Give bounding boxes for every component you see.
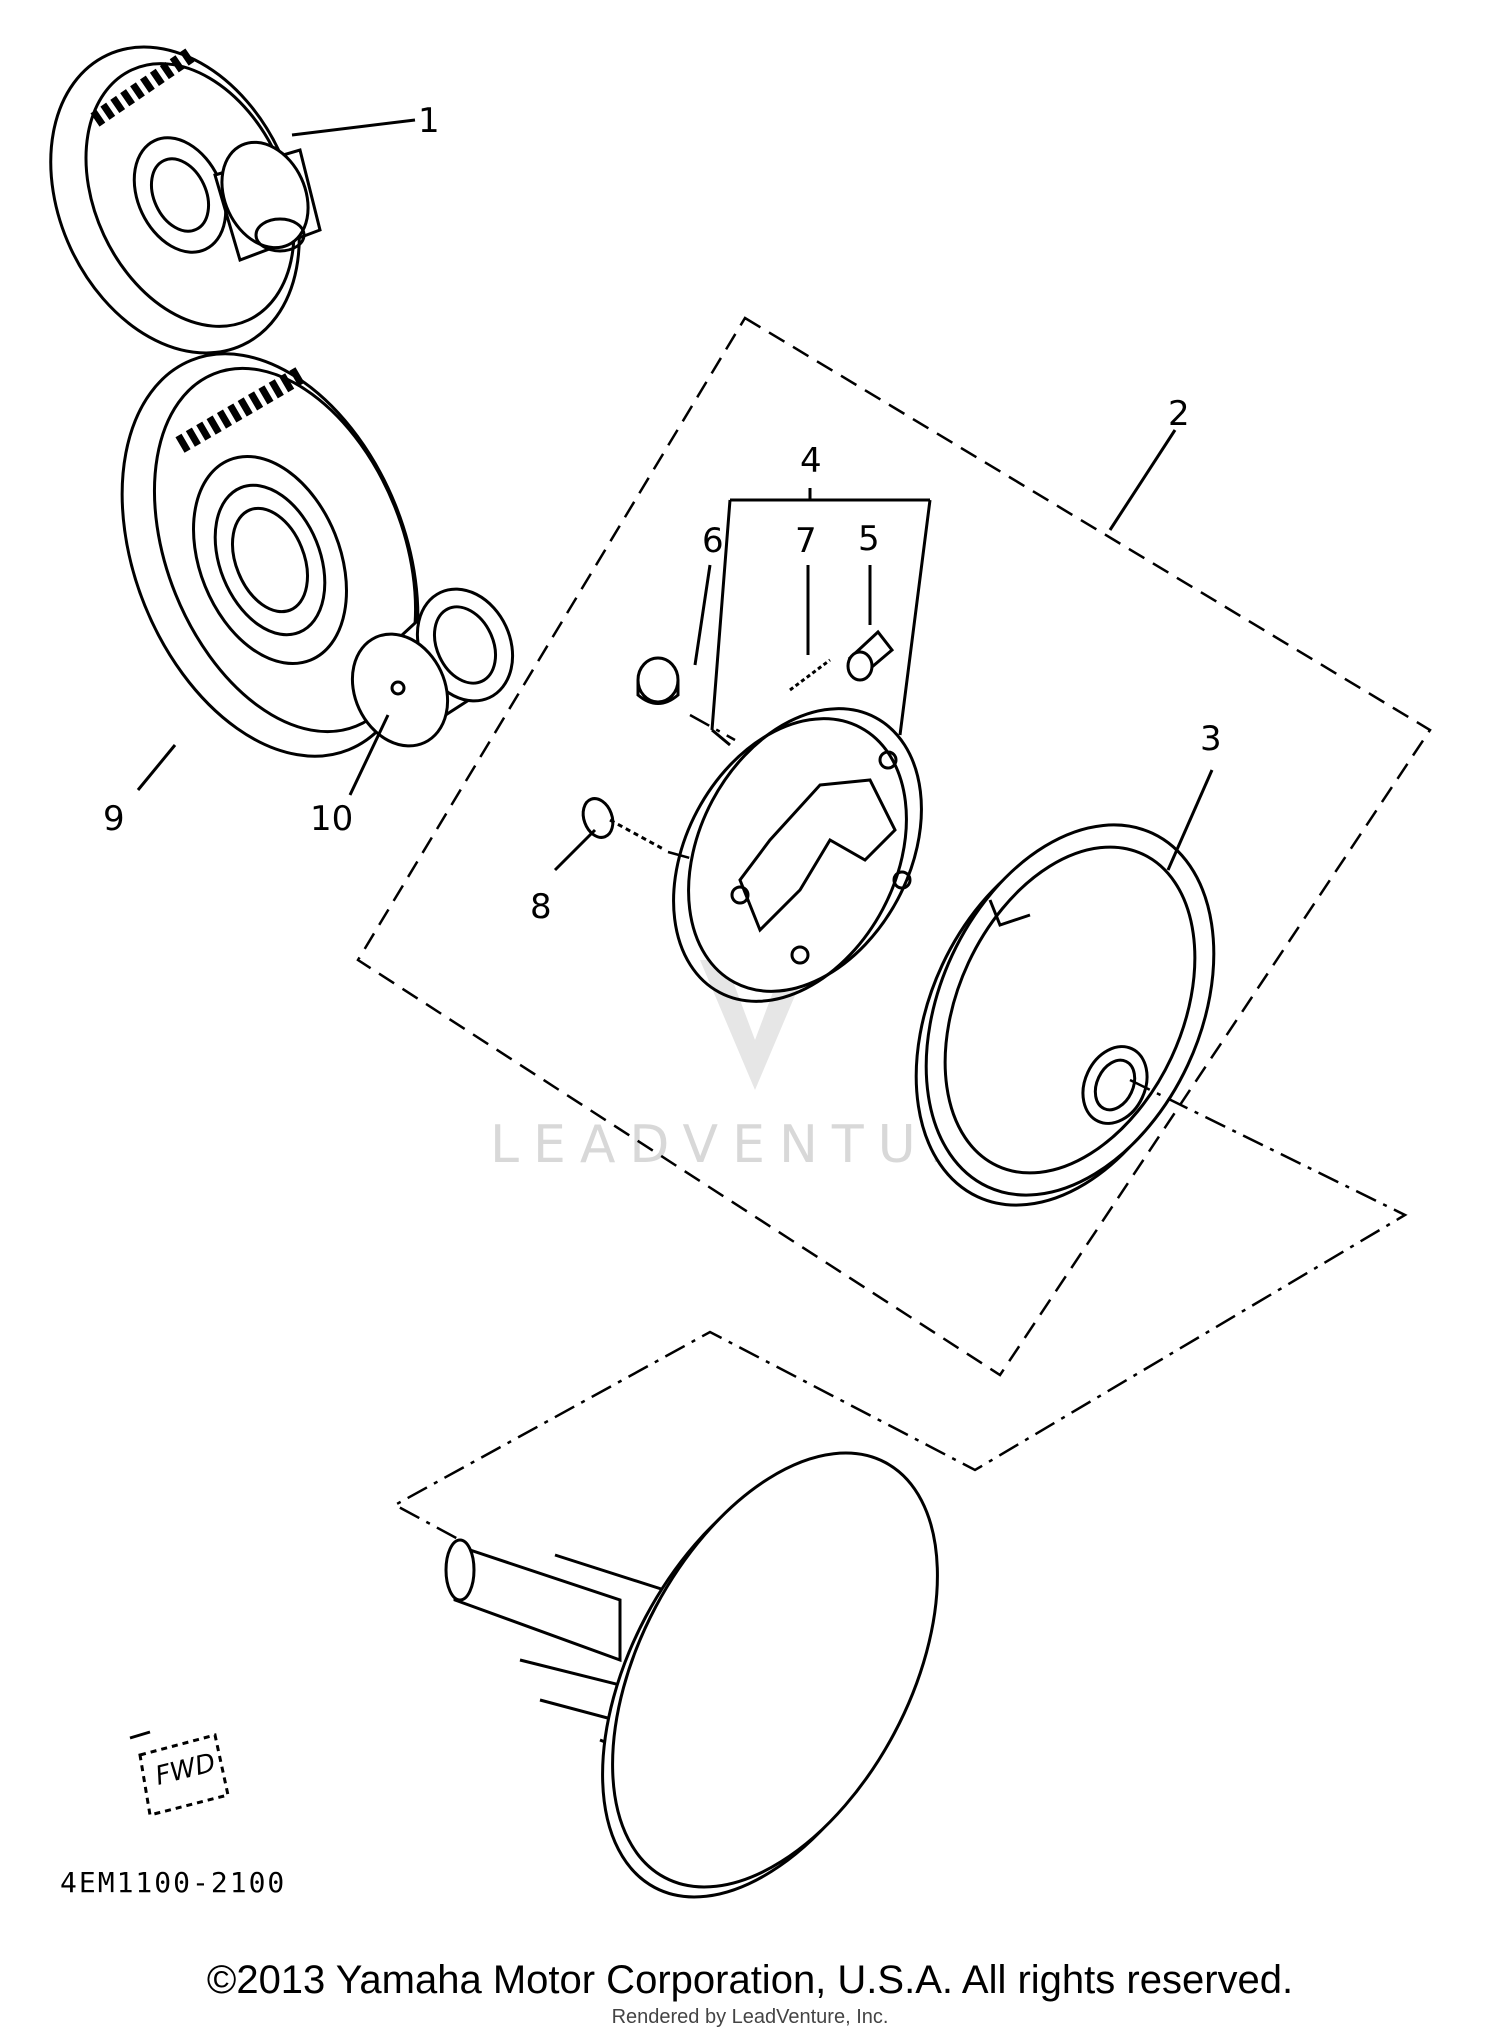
diagram-code: 4EM1100-2100	[60, 1866, 286, 1899]
alignment-lines	[392, 713, 1408, 1542]
callout-3: 3	[1200, 719, 1222, 759]
fwd-arrow: FWD	[129, 1730, 230, 1817]
callout-7: 7	[795, 521, 817, 561]
callout-1: 1	[418, 101, 440, 141]
callout-5: 5	[858, 519, 880, 559]
callout-8: 8	[530, 887, 552, 927]
part-9-clutch-gear[interactable]	[66, 310, 474, 801]
watermark: LEADVENTURE	[490, 960, 1013, 1175]
part-2-group-outline	[356, 316, 1432, 1377]
part-10-collar[interactable]	[335, 573, 531, 761]
part-6-roller[interactable]	[636, 656, 680, 705]
rendered-by-notice: Rendered by LeadVenture, Inc.	[611, 2006, 889, 2028]
part-2-one-way-clutch[interactable]	[627, 668, 968, 1041]
callout-10: 10	[310, 799, 353, 839]
copyright-notice: ©2013 Yamaha Motor Corporation, U.S.A. A…	[206, 1958, 1294, 2002]
callout-4: 4	[800, 441, 822, 481]
fwd-label: FWD	[152, 1748, 218, 1792]
callout-6: 6	[702, 521, 724, 561]
part-1-idle-gear[interactable]	[3, 6, 347, 393]
leader-lines	[136, 118, 1214, 872]
part-3-clutch-boss[interactable]	[860, 778, 1270, 1251]
crankshaft-rotor	[444, 1451, 939, 1899]
part-5-plunger[interactable]	[846, 629, 895, 682]
part-7-spring[interactable]	[789, 658, 831, 692]
callout-2: 2	[1168, 394, 1190, 434]
callout-9: 9	[103, 799, 125, 839]
part-8-bolt[interactable]	[578, 794, 666, 852]
